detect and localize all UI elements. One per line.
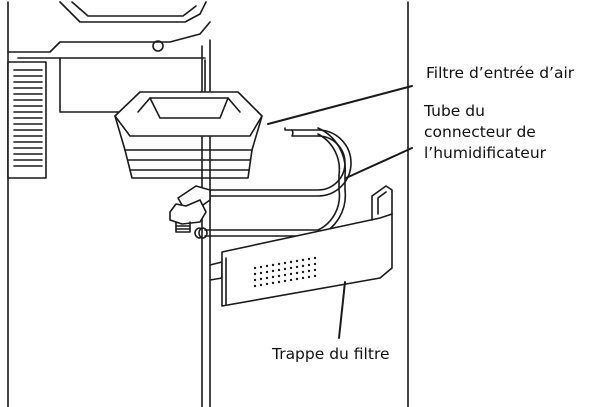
leader-lines [267,85,413,339]
label-tube-line-1: Tube du [424,102,485,120]
label-air-inlet-filter: Filtre d’entrée d’air [426,64,575,82]
air-inlet-filter [114,91,263,179]
leader-door [338,281,346,339]
label-filter-door: Trappe du filtre [272,345,390,363]
leader-filter [267,85,413,125]
leader-tube [345,147,413,179]
humidifier-connector-tube [169,127,352,239]
label-tube-line-3: l’humidificateur [424,144,547,162]
label-tube-line-2: connecteur de [424,123,536,141]
filter-door [221,185,393,307]
vent-grille [7,61,47,179]
label-humidifier-connector-tube: Tube du connecteur de l’humidificateur [424,101,546,164]
